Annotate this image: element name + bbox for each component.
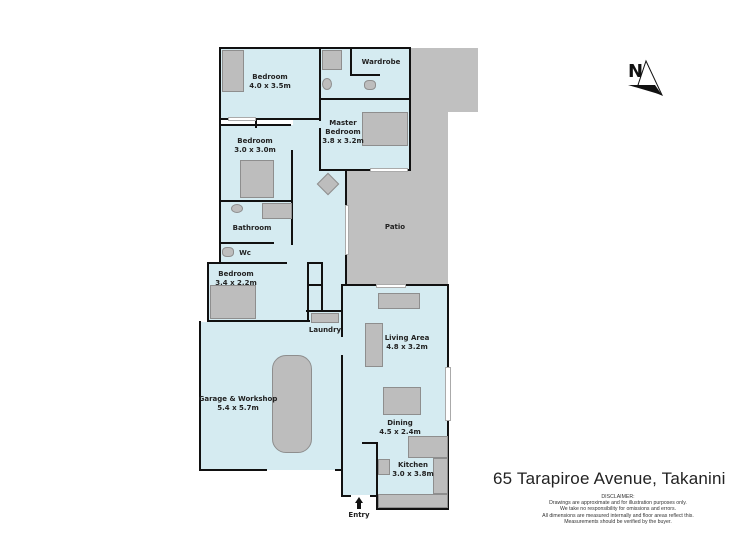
- side-path: [410, 110, 448, 172]
- disclaimer-line: All dimensions are measured internally a…: [542, 512, 694, 519]
- wall: [307, 284, 323, 286]
- wall: [219, 124, 291, 126]
- basin-icon: [231, 204, 243, 213]
- wall: [219, 242, 274, 244]
- wall: [207, 262, 287, 264]
- patio-label: Patio: [384, 223, 406, 231]
- wall: [219, 47, 221, 264]
- basin-icon: [322, 78, 332, 90]
- garage-floor: [200, 322, 343, 470]
- fridge-icon: [378, 459, 390, 475]
- window: [376, 284, 406, 288]
- bathroom-label: Bathroom: [232, 224, 272, 232]
- wall: [405, 284, 449, 286]
- wall: [306, 310, 343, 312]
- wall: [335, 469, 343, 471]
- disclaimer-line: Measurements should be verified by the b…: [564, 518, 672, 525]
- wall: [307, 262, 323, 264]
- property-address: 65 Tarapiroe Avenue, Takanini: [493, 469, 726, 488]
- wall: [219, 200, 293, 202]
- wc-label: Wc: [239, 249, 251, 257]
- wall: [341, 285, 343, 337]
- wall: [341, 284, 376, 286]
- window: [445, 367, 451, 421]
- driveway-area: [410, 48, 478, 112]
- toilet-icon: [364, 80, 376, 90]
- wall: [341, 495, 351, 497]
- sofa-icon: [378, 293, 420, 309]
- wall: [219, 118, 319, 120]
- sofa-icon: [365, 323, 383, 367]
- wall: [319, 128, 321, 170]
- laundry-label: Laundry: [308, 326, 342, 334]
- kitchen-bench-icon: [378, 494, 448, 508]
- wardrobe-label: Wardrobe: [361, 58, 401, 66]
- entry-label: Entry: [348, 511, 370, 519]
- north-compass: N: [622, 55, 672, 104]
- disclaimer-line: Drawings are approximate and for illustr…: [549, 500, 687, 507]
- svg-text:N: N: [628, 61, 643, 82]
- wall: [255, 118, 257, 128]
- wall: [319, 98, 410, 100]
- wall: [376, 442, 378, 510]
- bed-icon: [210, 285, 256, 319]
- wall: [447, 284, 449, 367]
- kitchen-bench-icon: [408, 436, 448, 458]
- wall: [207, 320, 310, 322]
- window: [370, 168, 408, 172]
- wc-floor: [220, 243, 293, 263]
- wall: [219, 47, 411, 49]
- disclaimer: DISCLAIMER: Drawings are approximate and…: [498, 494, 738, 525]
- window: [228, 117, 256, 121]
- laundry-tub-icon: [311, 313, 339, 323]
- entry-arrow-stem: [357, 503, 361, 509]
- shower-icon: [322, 50, 342, 70]
- wall: [319, 169, 410, 171]
- car-icon: [272, 355, 312, 453]
- wall: [199, 321, 201, 471]
- toilet-icon: [222, 247, 234, 257]
- shower-icon: [262, 203, 292, 219]
- wall: [307, 262, 309, 322]
- bed-icon: [362, 112, 408, 146]
- north-arrow-icon: N: [628, 59, 664, 96]
- dining-table-icon: [383, 387, 421, 415]
- wall: [321, 262, 323, 310]
- disclaimer-heading: DISCLAIMER:: [601, 494, 635, 500]
- wall: [319, 47, 321, 121]
- wall: [291, 150, 293, 245]
- wall: [376, 508, 449, 510]
- wall: [362, 442, 378, 444]
- window: [345, 205, 349, 255]
- patio-area: [347, 170, 448, 285]
- entry-arrow-icon: [355, 497, 363, 503]
- wall: [199, 469, 267, 471]
- bed-icon: [240, 160, 274, 198]
- kitchen-bench-icon: [433, 458, 448, 494]
- wall: [350, 74, 380, 76]
- wall: [350, 47, 352, 75]
- disclaimer-line: We take no responsibility for omissions …: [559, 506, 677, 513]
- wall: [370, 495, 378, 497]
- wall: [409, 47, 411, 171]
- bed-icon: [222, 50, 244, 92]
- wall: [341, 355, 343, 497]
- wall: [207, 262, 209, 322]
- wall: [447, 420, 449, 510]
